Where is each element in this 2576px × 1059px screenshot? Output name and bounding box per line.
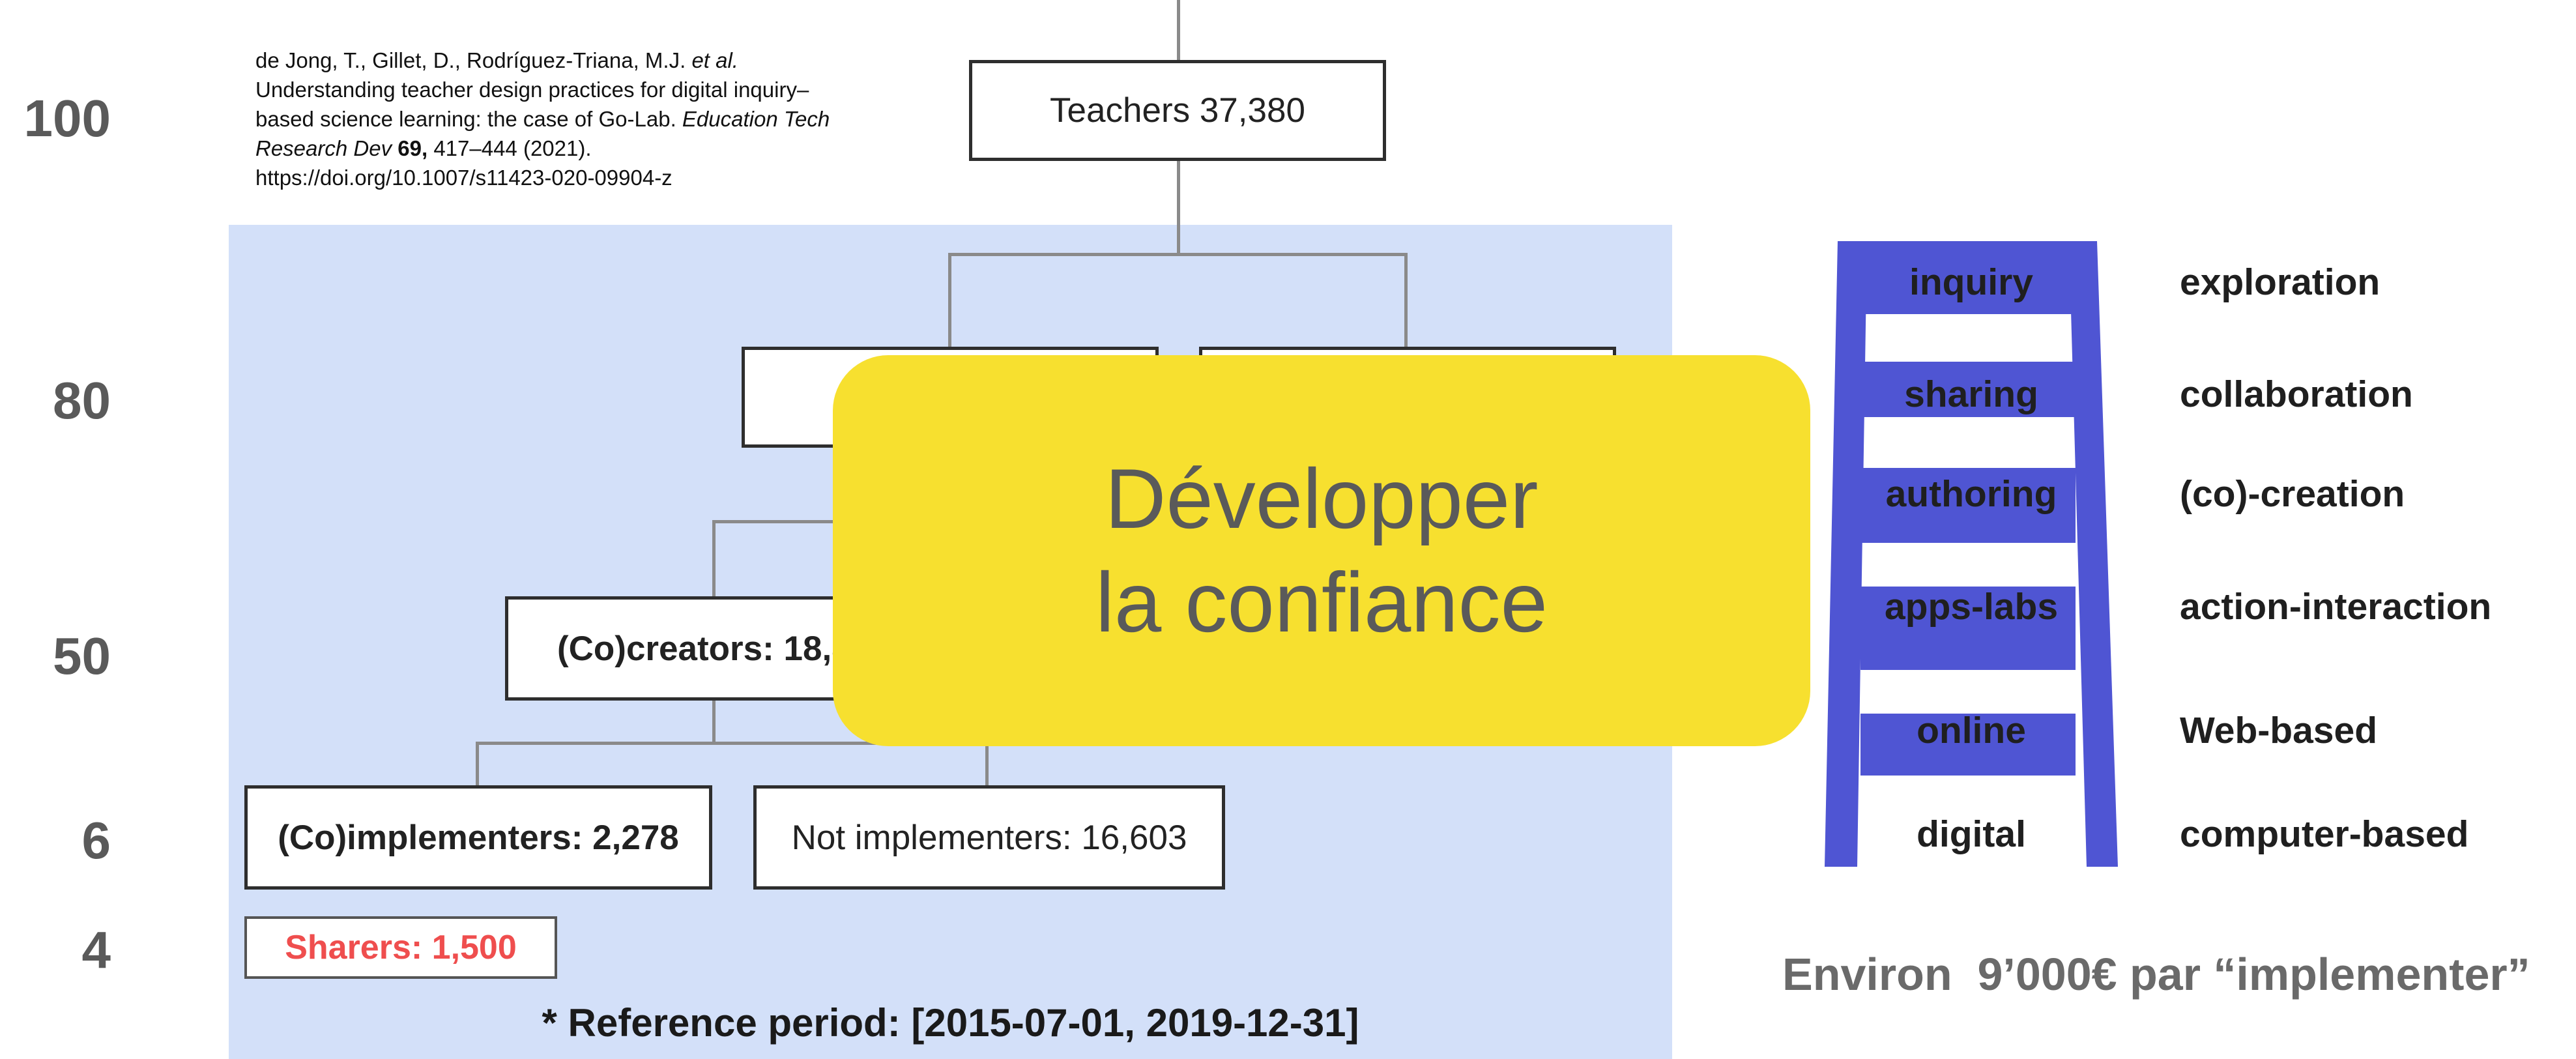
percentage-6: 6 — [81, 811, 111, 869]
citation: de Jong, T., Gillet, D., Rodríguez-Trian… — [255, 46, 842, 192]
connector-level1-left — [948, 253, 951, 351]
connector-level2-bar — [712, 520, 843, 523]
desc-computer-based: computer-based — [2180, 813, 2469, 855]
desc-exploration: exploration — [2180, 261, 2381, 303]
node-sharers-label: Sharers: 1,500 — [285, 929, 517, 966]
percentage-100: 100 — [23, 89, 111, 147]
reference-period: * Reference period: [2015-07-01, 2019-12… — [542, 1001, 1359, 1045]
citation-journal: Education Tech Research Dev — [255, 107, 830, 160]
percentage-80: 80 — [53, 371, 111, 429]
citation-pages: 417–444 (2021). https://doi.org/10.1007/… — [255, 136, 673, 190]
node-not-implementers-label: Not implementers: 16,603 — [791, 818, 1187, 857]
connector-root — [1177, 161, 1180, 254]
overlay-line2: la confiance — [1095, 555, 1548, 650]
connector-level1-bar — [948, 253, 1408, 256]
rung-authoring: authoring — [1885, 473, 2057, 515]
confidence-overlay: Développer la confiance — [833, 355, 1810, 746]
rung-sharing: sharing — [1904, 373, 2038, 415]
ladder-gap-1 — [1860, 241, 2076, 314]
node-not-implementers: Not implementers: 16,603 — [753, 785, 1225, 890]
desc-collaboration: collaboration — [2180, 373, 2413, 415]
node-implementers-label: (Co)implementers: 2,278 — [278, 818, 679, 857]
citation-volume: 69, — [398, 136, 428, 160]
node-implementers: (Co)implementers: 2,278 — [244, 785, 712, 890]
overlay-line1: Développer — [1105, 451, 1539, 547]
connector-level3-stem — [712, 701, 716, 743]
ladder-left-rail — [1825, 241, 1867, 867]
ladder-gap-2 — [1860, 362, 2076, 417]
rung-apps-labs: apps-labs — [1884, 586, 2059, 628]
cost-note: Environ 9’000€ par “implementer” — [1782, 949, 2530, 1000]
node-teachers: Teachers 37,380 — [969, 60, 1386, 161]
node-creators-label: (Co)creators: 18,8 — [557, 629, 851, 668]
connector-top — [1177, 0, 1180, 62]
desc-action-interaction: action-interaction — [2180, 586, 2492, 628]
connector-level1-right — [1404, 253, 1408, 351]
connector-level2-left — [712, 520, 716, 598]
connector-level3-right — [985, 742, 989, 787]
desc-web-based: Web-based — [2180, 710, 2378, 751]
percentage-4: 4 — [81, 921, 111, 979]
ladder-graphic — [1825, 241, 2118, 867]
node-teachers-label: Teachers 37,380 — [1050, 91, 1305, 130]
ladder-gap-3 — [1860, 468, 2076, 543]
connector-level3-bar — [476, 742, 989, 745]
ladder-gap-4 — [1860, 587, 2076, 670]
connector-level3-left — [476, 742, 479, 787]
node-creators: (Co)creators: 18,8 — [505, 596, 851, 701]
rung-digital: digital — [1917, 813, 2026, 855]
ladder-gap-5 — [1860, 714, 2076, 776]
desc-co-creation: (co)-creation — [2180, 473, 2405, 515]
citation-title: Understanding teacher design practices f… — [255, 78, 809, 131]
rung-online: online — [1917, 710, 2026, 751]
node-sharers: Sharers: 1,500 — [244, 916, 557, 979]
citation-et-al: et al. — [691, 48, 738, 72]
ladder-right-rail — [2069, 241, 2118, 867]
rung-inquiry: inquiry — [1909, 261, 2033, 303]
citation-authors: de Jong, T., Gillet, D., Rodríguez-Trian… — [255, 48, 686, 72]
percentage-50: 50 — [53, 627, 111, 685]
